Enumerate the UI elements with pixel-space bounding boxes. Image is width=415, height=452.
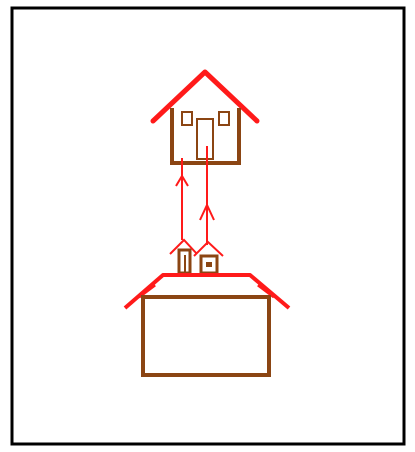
small-hut-right-window [206, 262, 212, 267]
